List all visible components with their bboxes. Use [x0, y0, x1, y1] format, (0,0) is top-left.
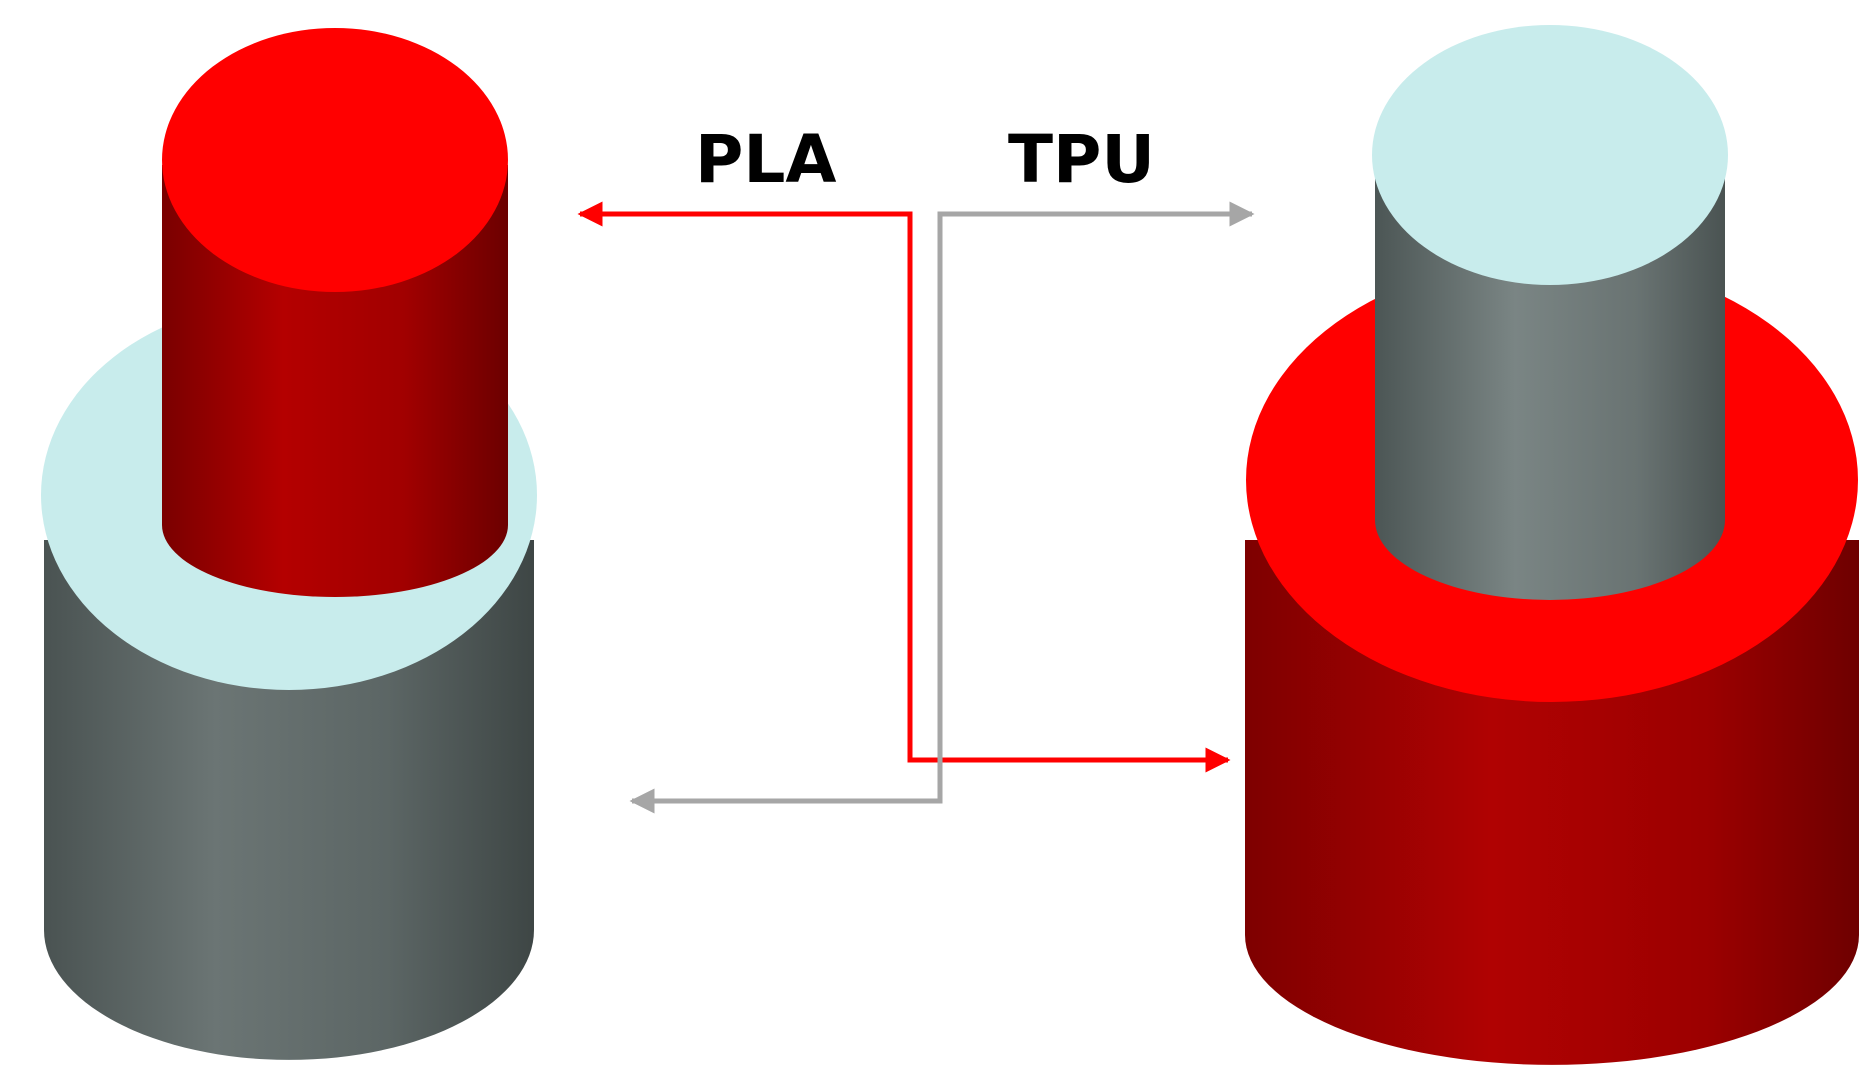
- left-base-side: [44, 540, 534, 1060]
- right-pin-side: [1375, 175, 1725, 600]
- tpu-label: TPU: [1008, 121, 1155, 198]
- right-part: [1245, 25, 1859, 1065]
- pla-label: PLA: [695, 121, 837, 198]
- left-part: [41, 28, 537, 1060]
- pla-arrow: [577, 201, 1231, 773]
- right-pin-top-face: [1372, 25, 1728, 285]
- tpu-arrow: [629, 201, 1255, 814]
- left-pin-top-face: [162, 28, 508, 292]
